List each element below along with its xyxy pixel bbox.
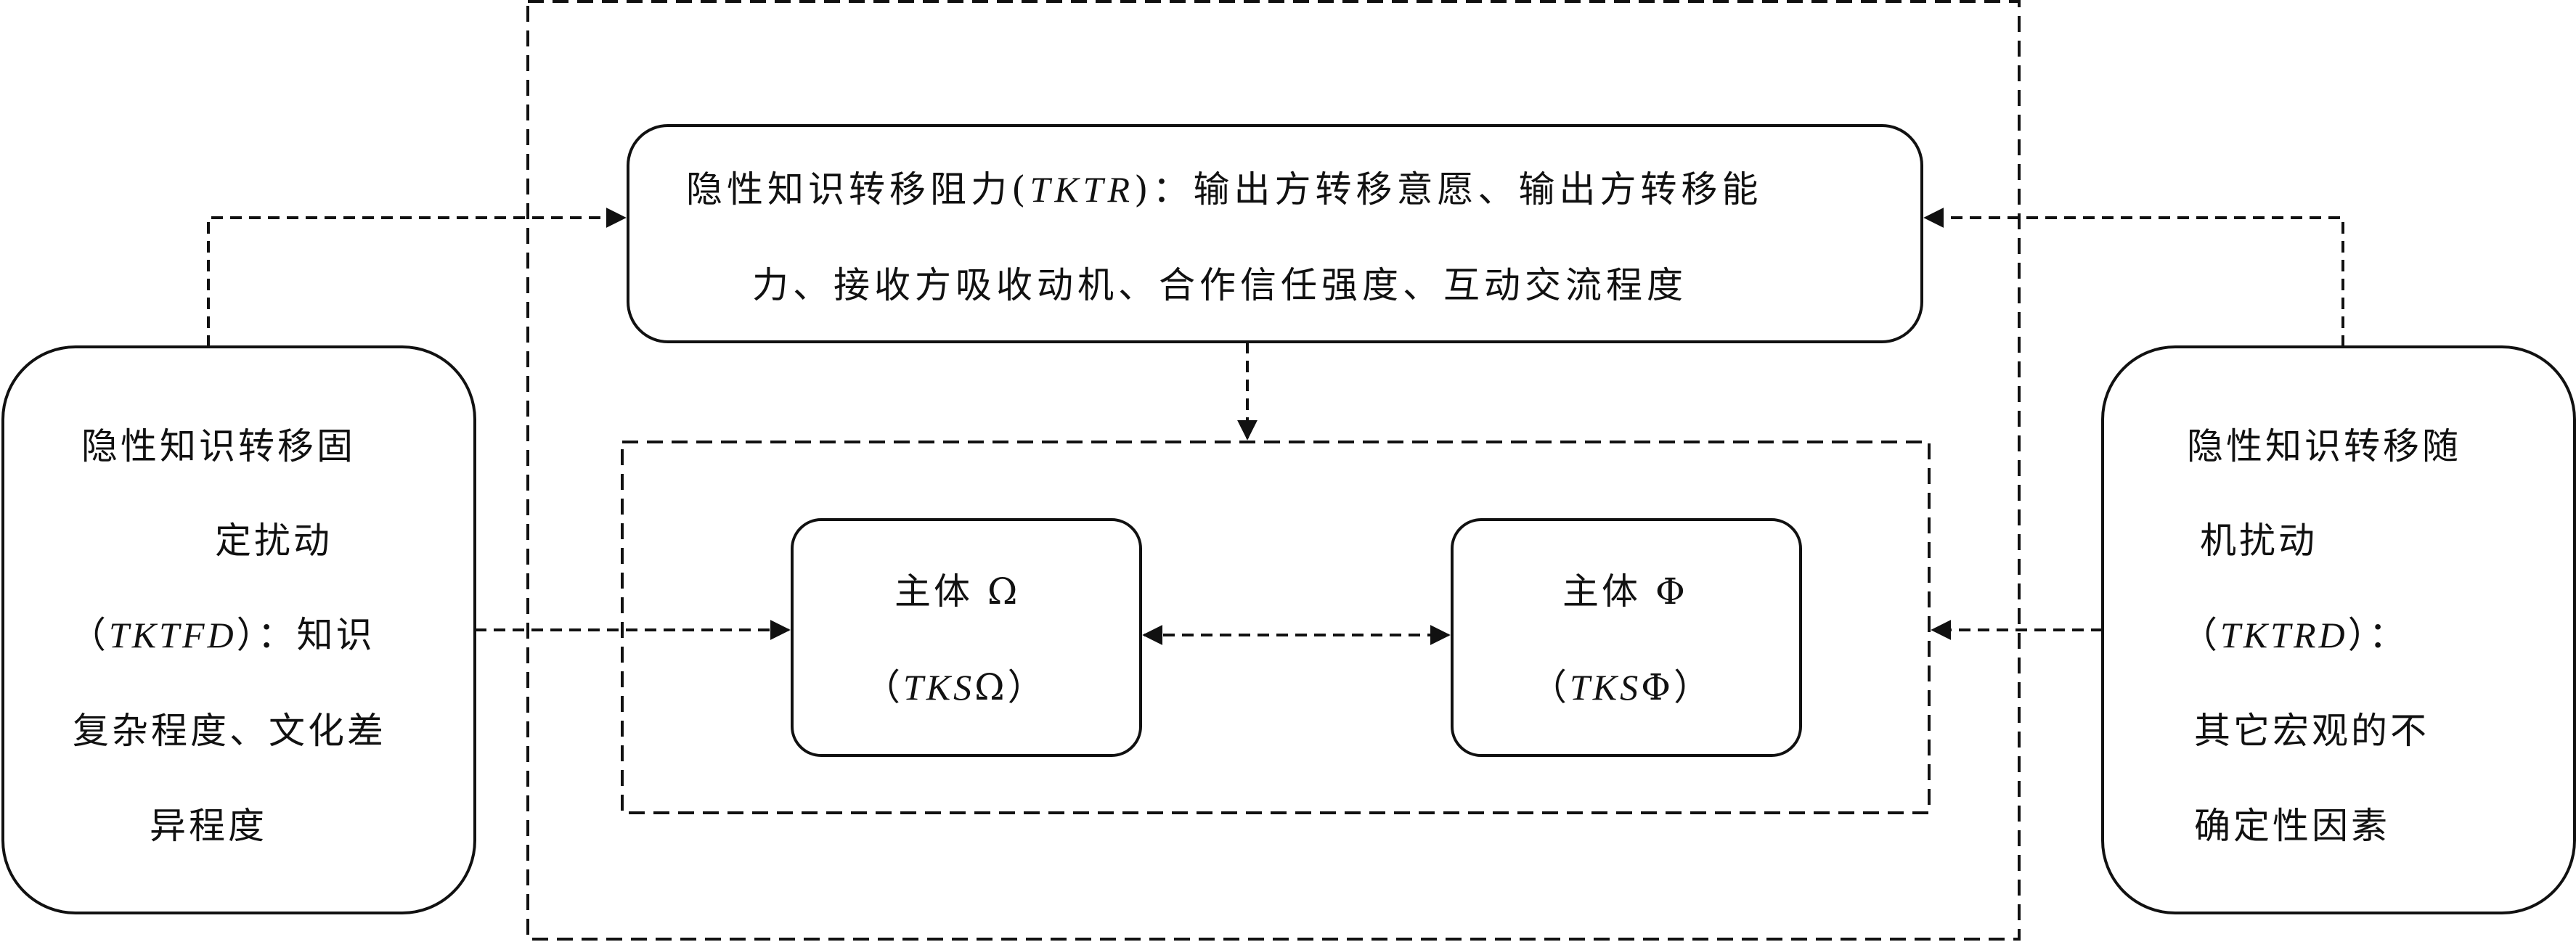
- subject-phi-title: 主体 Φ: [1562, 570, 1688, 613]
- fixed-open-paren: （: [70, 614, 109, 656]
- fixed-disturbance-line1: 隐性知识转移固: [81, 425, 356, 467]
- fixed-disturbance-code: TKTFD: [109, 615, 237, 655]
- resistance-prefix: 隐性知识转移阻力(: [686, 168, 1030, 210]
- fixed-disturbance-line2: 定扰动: [215, 520, 333, 562]
- random-disturbance-line5: 确定性因素: [2194, 805, 2390, 847]
- resistance-suffix: )：输出方转移意愿、输出方转移能: [1134, 168, 1763, 210]
- omega-close-paren: ）: [1007, 666, 1047, 708]
- fixed-close-text: ）：知识: [236, 614, 375, 656]
- phi-code: TKS: [1570, 667, 1642, 708]
- fixed-disturbance-line3: （TKTFD）：知识: [70, 617, 375, 653]
- system-boundary-frame: [526, 0, 2021, 941]
- random-open-paren: （: [2181, 614, 2220, 656]
- random-disturbance-line2: 机扰动: [2200, 520, 2318, 562]
- arrow-fixed-to-resistance: [207, 208, 627, 347]
- subject-omega-box: [791, 518, 1142, 757]
- phi-close-paren: ）: [1674, 666, 1713, 708]
- fixed-disturbance-line4: 复杂程度、文化差: [73, 710, 386, 752]
- random-close-text: ）：: [2347, 614, 2408, 656]
- random-disturbance-line4: 其它宏观的不: [2194, 710, 2429, 752]
- subject-omega-title: 主体 Ω: [894, 570, 1021, 613]
- fixed-disturbance-line5: 异程度: [150, 805, 267, 847]
- omega-symbol: Ω: [974, 666, 1008, 708]
- subject-omega-code: （TKSΩ）: [864, 669, 1047, 705]
- subject-phi-box: [1451, 518, 1802, 757]
- omega-open-paren: （: [864, 666, 903, 708]
- random-disturbance-code: TKTRD: [2220, 615, 2348, 655]
- resistance-text-line2: 力、接收方吸收动机、合作信任强度、互动交流程度: [752, 264, 1687, 306]
- phi-open-paren: （: [1530, 666, 1570, 708]
- resistance-box: [627, 124, 1923, 343]
- subject-phi-code: （TKSΦ）: [1530, 669, 1713, 705]
- subject-group-frame: [621, 441, 1931, 814]
- resistance-text-line1: 隐性知识转移阻力(TKTR)：输出方转移意愿、输出方转移能: [686, 171, 1763, 208]
- resistance-code: TKTR: [1030, 169, 1135, 210]
- random-disturbance-line1: 隐性知识转移随: [2187, 425, 2461, 467]
- random-disturbance-line3: （TKTRD）：: [2181, 617, 2408, 653]
- omega-code: TKS: [903, 667, 975, 708]
- arrow-random-to-resistance: [1923, 208, 2344, 347]
- phi-symbol: Φ: [1641, 666, 1674, 708]
